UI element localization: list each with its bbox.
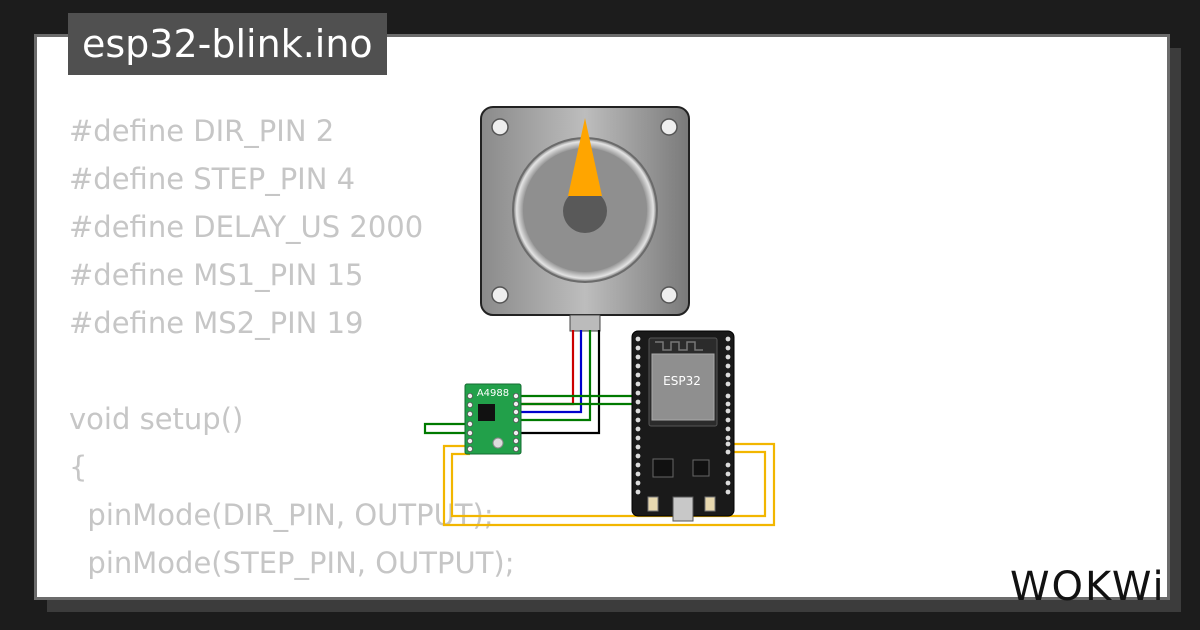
wokwi-logo-text: WOKWi [1010,564,1166,610]
mcu-pins-left [635,336,641,495]
button-icon [647,496,659,512]
code-line: #define STEP_PIN 4 [69,162,356,196]
code-line: void setup() [69,402,244,436]
motor-connector [569,314,601,332]
mcu-shield [651,353,715,421]
wire-yellow [450,450,767,518]
usb-port-icon [672,496,694,522]
code-line: #define MS2_PIN 19 [69,306,364,340]
wire-red [516,330,575,406]
wire-green [423,422,470,435]
driver-chip [478,404,495,421]
driver-pins [466,392,520,452]
wire-black [516,330,601,435]
mcu-pins-right [725,336,731,495]
motor-screw-hole [491,118,509,136]
code-line: #define MS1_PIN 15 [69,258,364,292]
driver-label: A4988 [477,388,509,399]
code-line: #define DELAY_US 2000 [69,210,424,244]
usb-uart-chip [692,459,710,477]
code-line: pinMode(DIR_PIN, OUTPUT); [69,498,494,532]
code-preview: #define DIR_PIN 2 #define STEP_PIN 4 #defi… [69,107,515,597]
motor-screw-hole [660,118,678,136]
button-icon [704,496,716,512]
code-line: { [69,450,88,484]
code-line: delay(1000); [69,587,515,597]
wire-blue [516,330,583,414]
project-title: esp32-blink.ino [68,13,387,75]
wires [423,330,776,527]
motor-needle-icon [568,118,602,196]
wire-yellow [442,442,776,527]
stepper-motor[interactable] [480,106,690,332]
wire-green [516,330,592,422]
driver-potentiometer [492,437,504,449]
a4988-driver[interactable]: A4988 [464,383,522,455]
regulator-chip [652,458,674,478]
code-line: pinMode(STEP_PIN, OUTPUT); [69,546,515,580]
esp32-board[interactable]: ESP32 [631,330,735,522]
motor-screw-hole [491,286,509,304]
wokwi-logo: WOKWi [1010,564,1166,610]
mcu-label: ESP32 [663,374,701,388]
motor-screw-hole [660,286,678,304]
motor-shaft [563,189,607,233]
antenna-icon [655,341,703,351]
code-line: #define DIR_PIN 2 [69,114,335,148]
